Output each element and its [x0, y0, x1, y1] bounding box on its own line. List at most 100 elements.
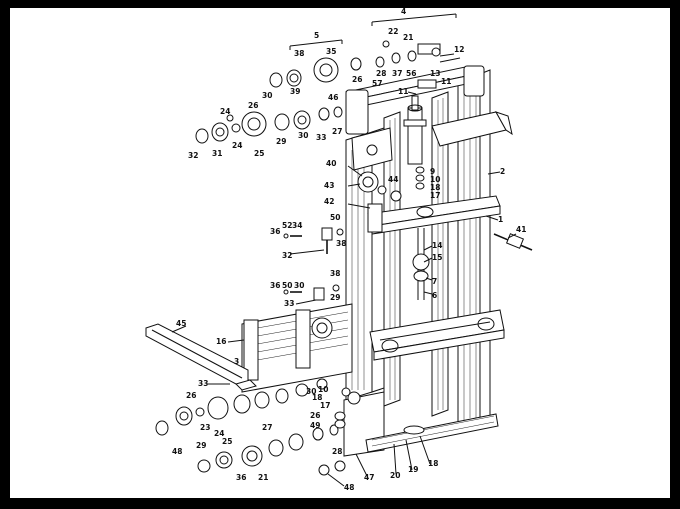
- label-5: 5: [314, 31, 319, 40]
- fork-heel: [235, 379, 257, 391]
- label-25-bot2: 21: [258, 473, 268, 482]
- mast-top-crossbar: [345, 65, 485, 135]
- tilt-pin: [493, 233, 533, 251]
- label-24: 24: [232, 141, 242, 150]
- label-52-b: 52: [282, 221, 292, 230]
- upper-left-roller-set: [195, 106, 343, 144]
- label-52-d: 50: [282, 281, 292, 290]
- label-27: 27: [332, 127, 342, 136]
- label-29-top: 26: [352, 75, 362, 84]
- label-9: 9: [430, 167, 435, 176]
- lower-crossbar: [369, 309, 505, 361]
- label-9-b: 10: [318, 385, 328, 394]
- label-24-bot2: 36: [236, 473, 246, 482]
- label-15: 15: [432, 253, 442, 262]
- label-32-top: 30: [262, 91, 272, 100]
- label-26-bot: 26: [186, 391, 196, 400]
- label-57: 57: [372, 79, 382, 88]
- label-38-b: 38: [336, 239, 346, 248]
- label-1: 1: [498, 215, 503, 224]
- label-52-a: 50: [330, 213, 340, 222]
- label-32-bot: 48: [172, 447, 182, 456]
- drawing-sheet: 4 5 22 21 12 38 35 28 37 56 13 11 57 11 …: [10, 8, 670, 498]
- upper-crosshead: [351, 111, 513, 171]
- label-50: 48: [344, 483, 354, 492]
- label-17-b: 26: [310, 411, 320, 420]
- label-52-c: 38: [330, 269, 340, 278]
- label-28-top: 26: [248, 101, 258, 110]
- label-30: 30: [298, 131, 308, 140]
- label-16: 16: [216, 337, 226, 346]
- label-4: 4: [401, 8, 406, 16]
- label-18: 18: [430, 183, 440, 192]
- label-44: 42: [324, 197, 334, 206]
- label-47: 45: [176, 319, 186, 328]
- lower-roller-row-1: [155, 378, 328, 436]
- label-31-bot: 29: [196, 441, 206, 450]
- label-6: 6: [432, 291, 437, 300]
- label-11-top: 11: [441, 77, 451, 86]
- label-33: 33: [316, 133, 326, 142]
- label-37: 35: [326, 47, 336, 56]
- label-38-c: 36: [270, 281, 280, 290]
- label-18-b: 17: [320, 401, 330, 410]
- lower-roller-row-2: [197, 387, 361, 476]
- label-26-bot2: 25: [222, 437, 232, 446]
- label-38-a: 36: [270, 227, 280, 236]
- exploded-parts-diagram: 4 5 22 21 12 38 35 28 37 56 13 11 57 11 …: [145, 8, 533, 492]
- label-24-bot: 23: [200, 423, 210, 432]
- label-10: 10: [430, 175, 440, 184]
- label-32: 32: [188, 151, 198, 160]
- label-25-bot: 24: [214, 429, 224, 438]
- label-40: 38: [294, 49, 304, 58]
- label-56: 56: [406, 69, 416, 78]
- label-46: 44: [388, 175, 398, 184]
- label-36-a: 34: [292, 221, 302, 230]
- label-51: 49: [310, 421, 320, 430]
- label-3: 3: [234, 357, 239, 366]
- label-42: 40: [326, 159, 336, 168]
- label-27-b: 30: [306, 387, 316, 396]
- label-49: 47: [364, 473, 374, 482]
- mid-left-parts: [357, 166, 425, 202]
- label-20: 19: [408, 465, 418, 474]
- label-38-d: 29: [330, 293, 340, 302]
- label-28: 29: [276, 137, 286, 146]
- label-41: 39: [290, 87, 300, 96]
- fork-tine: [145, 323, 249, 385]
- label-23: 22: [388, 27, 398, 36]
- chain-anchor: [412, 228, 430, 300]
- label-29-bot: 27: [262, 423, 272, 432]
- label-10-b: 18: [312, 393, 322, 402]
- label-27-c: 28: [332, 447, 342, 456]
- label-48: 33: [198, 379, 208, 388]
- label-26-top: 24: [220, 107, 230, 116]
- top-roller-set: [269, 40, 461, 88]
- label-22: 21: [403, 33, 413, 42]
- label-48-top: 46: [328, 93, 338, 102]
- leader-lines: [171, 53, 517, 487]
- label-43: 41: [516, 225, 526, 234]
- bolt-set-upper: [283, 227, 344, 254]
- label-17: 17: [430, 191, 440, 200]
- label-30-top: 28: [376, 69, 386, 78]
- label-36-b: 30: [294, 281, 304, 290]
- label-31: 31: [212, 149, 222, 158]
- fork-carriage: [241, 303, 353, 393]
- label-12: 12: [454, 45, 464, 54]
- label-45: 43: [324, 181, 334, 190]
- label-34: 32: [282, 251, 292, 260]
- label-21: 20: [390, 471, 400, 480]
- label-2: 2: [500, 167, 505, 176]
- label-35: 33: [284, 299, 294, 308]
- label-14: 14: [432, 241, 442, 250]
- lift-cylinder: [403, 79, 437, 165]
- label-7: 7: [432, 277, 437, 286]
- part-number-labels: 4 5 22 21 12 38 35 28 37 56 13 11 57 11 …: [172, 8, 526, 492]
- label-11: 11: [398, 87, 408, 96]
- group-bracket-4: [371, 13, 457, 26]
- label-25: 25: [254, 149, 264, 158]
- label-39: 37: [392, 69, 402, 78]
- bolt-set-lower: [283, 284, 340, 301]
